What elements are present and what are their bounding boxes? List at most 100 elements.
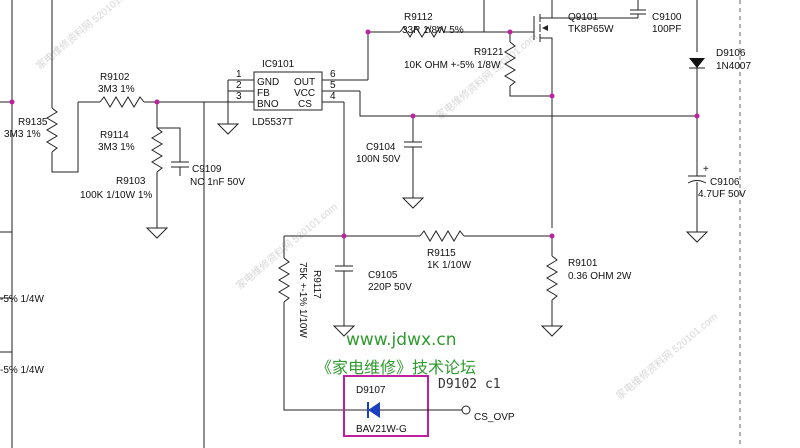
d9107-diode [368,402,380,418]
ic-pin-num-3: 3 [236,91,242,102]
watermark-url: www.jdwx.cn [346,330,457,350]
r9114-ref: R9114 [100,130,129,141]
r9112-val: 33R 1/8W 5% [402,25,464,36]
d9106-val: 1N4007 [716,61,751,72]
junction-dot [549,93,555,99]
ic9101-part: LD5537T [252,117,293,128]
wire [509,86,552,97]
r9103-resistor [151,127,163,173]
ground-symbol [685,231,709,243]
q9101-val: TK8P65W [568,24,614,35]
junction-dot [154,99,160,105]
r9115-ref: R9115 [427,248,456,259]
left-label-2: -5% 1/4W [0,365,44,376]
c9100-capacitor [552,0,646,19]
ground-symbol [332,325,356,337]
r9101-resistor [546,255,558,301]
ic-pin-num-6: 6 [330,69,336,80]
junction-dot [507,29,513,35]
r9117-ref: R9117 [311,270,322,299]
c9106-val: 4.7UF 50V [698,189,746,200]
junction-dot [410,113,416,119]
junction-dot [9,99,15,105]
q9101-arrow [542,25,548,31]
q9101-mosfet [533,0,553,228]
wire [51,102,79,173]
ic-pin-bno: BNO [257,99,279,110]
r9103-ref: R9103 [116,176,146,187]
wire [157,127,181,162]
ic-pin-vcc: VCC [294,88,315,99]
r9135-resistor [46,107,58,153]
ic-pin-cs: CS [298,99,312,110]
watermark-repeat: 家电维修资料网 520101.com [614,310,720,402]
left-rail-taps [0,101,12,353]
c9106-polarity: + [703,164,709,175]
d9107-highlight-box [343,375,429,437]
ground-symbol [216,123,240,135]
junction-dot [694,113,700,119]
watermark-repeat: 家电维修资料网 520101.com [34,0,140,72]
wire [689,67,705,176]
c9105-ref: C9105 [368,270,398,281]
r9112-resistor [399,26,445,38]
c9104-val: 100N 50V [356,154,401,165]
watermark-repeat: 家电维修资料网 520101.com [234,200,340,292]
r9115-val: 1K 1/10W [427,260,471,271]
d9106-ref: D9106 [716,48,746,59]
d9106-diode [689,58,705,68]
r9121-ref: R9121 [474,47,504,58]
ic-pin-num-2: 2 [236,80,242,91]
c9100-ref: C9100 [652,12,682,23]
left-label-1: -5% 1/4W [0,294,44,305]
ground-symbol [145,227,169,239]
r9112-ref: R9112 [404,12,433,23]
c9109-capacitor [171,161,189,168]
c9106-capacitor [687,175,707,184]
c9109-ref: C9109 [192,164,222,175]
c9104-ref: C9104 [366,142,396,153]
ic-right-leads [322,79,368,103]
c9105-capacitor [335,236,353,326]
c9105-val: 220P 50V [368,282,412,293]
r9117-val: 75K +-1% 1/10W [297,262,308,338]
ic9101-ref: IC9101 [262,59,295,70]
ic-left-leads [204,79,254,103]
wire [367,31,400,80]
r9135-ref: R9135 [18,117,48,128]
net-label-cs-ovp: CS_OVP [474,412,515,423]
r9135-val: 3M3 1% [4,129,41,140]
ground-symbol [401,197,425,209]
ground-symbol [540,325,564,337]
vcc-rail [359,91,697,117]
c9106-ref: C9106 [710,177,740,188]
junction-dot [365,29,371,35]
ic-pin-out: OUT [294,77,315,88]
watermark-repeat: 家电维修资料网 520101.com [434,30,540,122]
ic-pin-fb: FB [257,88,270,99]
d9107-val: BAV21W-G [356,424,407,435]
ic-pin-num-4: 4 [330,91,336,102]
r9121-val: 10K OHM +-5% 1/8W [404,60,501,71]
ic-pin-num-5: 5 [330,80,336,91]
c9100-val: 100PF [652,24,681,35]
cs-ovp-terminal [461,405,471,415]
c9109-val: NC 1nF 50V [190,177,245,188]
r9102-resistor [99,96,145,108]
r9115-resistor [419,230,465,242]
r9101-val: 0.36 OHM 2W [568,271,632,282]
handwritten-note: D9102 c1 [438,377,501,392]
r9121-resistor [504,41,516,87]
ic-pin-num-1: 1 [236,69,242,80]
r9102-val: 3M3 1% [98,84,135,95]
r9102-ref: R9102 [100,72,130,83]
c9104-capacitor [404,116,422,198]
r9114-val: 3M3 1% [98,142,135,153]
r9101-ref: R9101 [568,258,598,269]
wire [283,302,352,411]
junction-dot [341,233,347,239]
r9117-resistor [278,257,290,303]
r9103-val: 100K 1/10W 1% [80,190,152,201]
